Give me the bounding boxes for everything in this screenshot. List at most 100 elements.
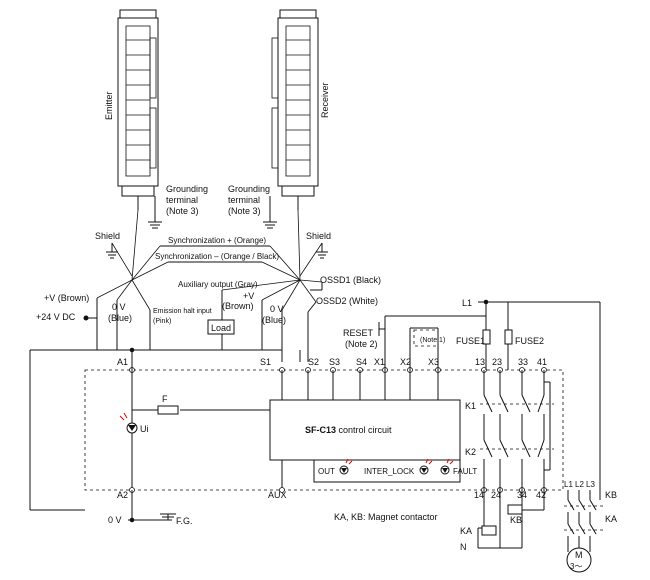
terminal-S1: S1 [260, 357, 271, 367]
aux-output-label: Auxiliary output (Gray) [178, 280, 258, 289]
terminal-X2: X2 [400, 357, 411, 367]
receiver-cable-fan [221, 209, 323, 311]
grounding-terminal-right [263, 196, 277, 229]
terminal-24: 24 [491, 490, 501, 500]
reset-label: RESET [343, 328, 374, 338]
grounding-left-line3: (Note 3) [166, 206, 199, 216]
reset-note-label: (Note 2) [345, 339, 378, 349]
grounding-terminal-left [148, 196, 162, 229]
sync-minus-label: Synchronization – (Orange / Black) [155, 252, 279, 261]
zero-v-bottom-wiring [128, 490, 169, 523]
out-led-icon [339, 458, 353, 475]
emitter-unit [117, 9, 159, 210]
terminal-X3: X3 [428, 357, 439, 367]
sync-plus-label: Synchronization + (Orange) [168, 236, 266, 245]
load-box [207, 319, 235, 335]
zero-v-blue-right-2: (Blue) [262, 315, 286, 325]
a1-column [129, 347, 270, 490]
ka-coil-label: KA [460, 526, 472, 536]
coil-wiring [477, 490, 545, 549]
phase-l2-label: L2 [575, 480, 584, 489]
terminal-23: 23 [492, 357, 502, 367]
terminal-feed-wires [281, 370, 439, 490]
inter-lock-led-icon [419, 458, 433, 475]
emission-halt-label-2: (Pink) [153, 318, 171, 325]
out-led-label: OUT [318, 467, 335, 476]
grounding-right-line1: Grounding [228, 184, 270, 194]
zero-v-blue-right-1: 0 V [270, 304, 284, 314]
fuse2-label: FUSE2 [515, 336, 544, 346]
controller-enclosure [84, 369, 564, 491]
control-circuit-label: SF-C13 control circuit [305, 425, 392, 435]
terminal-AUX: AUX [268, 490, 287, 500]
control-circuit-box [269, 399, 461, 461]
terminal-42: 42 [536, 490, 546, 500]
fuse2 [504, 329, 513, 345]
terminal-S3: S3 [329, 357, 340, 367]
shield-right-ground [299, 242, 328, 277]
receiver-unit [271, 9, 319, 210]
fg-ground-icon [160, 513, 176, 521]
ossd2-label: OSSD2 (White) [316, 296, 378, 306]
ui-led-icon [119, 412, 138, 434]
ossd1-label: OSSD1 (Black) [320, 275, 381, 285]
status-led-strip [313, 459, 461, 483]
zero-v-blue-left-1: 0 V [112, 302, 126, 312]
grounding-left-line1: Grounding [166, 184, 208, 194]
motor-phase-label: 3～ [570, 562, 582, 571]
phase-l3-label: L3 [586, 480, 595, 489]
kb-coil [507, 504, 523, 515]
ka-contact-label: KA [605, 514, 617, 524]
grounding-right-line2: terminal [228, 195, 260, 205]
fuse-f [157, 405, 179, 415]
relay-contacts [483, 370, 551, 490]
ka-coil [481, 525, 497, 536]
terminal-S4: S4 [356, 357, 367, 367]
emission-halt-label-1: Emission halt input [153, 308, 212, 315]
supply-label: +24 V DC [36, 312, 76, 322]
fault-led-label: FAULT [453, 467, 477, 476]
emitter-label: Emitter [104, 91, 114, 120]
receiver-label: Receiver [320, 82, 330, 118]
k1-label: K1 [465, 401, 476, 411]
note1-box [413, 329, 439, 347]
shield-left-label: Shield [95, 231, 120, 241]
load-label: Load [211, 323, 231, 333]
zero-v-bottom-label: 0 V [108, 515, 122, 525]
terminal-33: 33 [518, 357, 528, 367]
terminal-14: 14 [474, 490, 484, 500]
l1-label: L1 [462, 298, 472, 308]
plus-v-brown-right-1: +V [243, 291, 254, 301]
plus-v-brown-left: +V (Brown) [44, 293, 89, 303]
contactor-note: KA, KB: Magnet contactor [334, 512, 438, 522]
grounding-right-line3: (Note 3) [228, 206, 261, 216]
fg-label: F.G. [176, 516, 193, 526]
motor-icon [566, 547, 592, 573]
plus-v-brown-right-2: (Brown) [222, 301, 254, 311]
terminal-A2: A2 [117, 490, 128, 500]
inter-lock-led-label: INTER_LOCK [364, 467, 415, 476]
terminal-S2: S2 [308, 357, 319, 367]
reset-switch [378, 315, 486, 370]
phase-l1-label: L1 [564, 480, 573, 489]
note1-label: (Note 1) [420, 337, 445, 344]
kb-top-label: KB [605, 490, 617, 500]
fuse1 [482, 329, 491, 345]
n-label: N [460, 542, 467, 552]
motor-phase-wiring [567, 490, 597, 552]
ui-label: Ui [140, 424, 149, 434]
kb-coil-label: KB [510, 515, 522, 525]
grounding-left-line2: terminal [166, 195, 198, 205]
terminal-X1: X1 [374, 357, 385, 367]
shield-right-label: Shield [306, 231, 331, 241]
fuse-f-label: F [162, 394, 168, 404]
power-wiring [29, 282, 323, 511]
motor-m-label: M [575, 550, 583, 560]
terminal-A1: A1 [117, 357, 128, 367]
k2-label: K2 [465, 447, 476, 457]
l1-bus [478, 299, 601, 500]
emitter-cable-fan [96, 209, 169, 311]
zero-v-blue-left-2: (Blue) [108, 313, 132, 323]
fuse1-label: FUSE1 [456, 336, 485, 346]
